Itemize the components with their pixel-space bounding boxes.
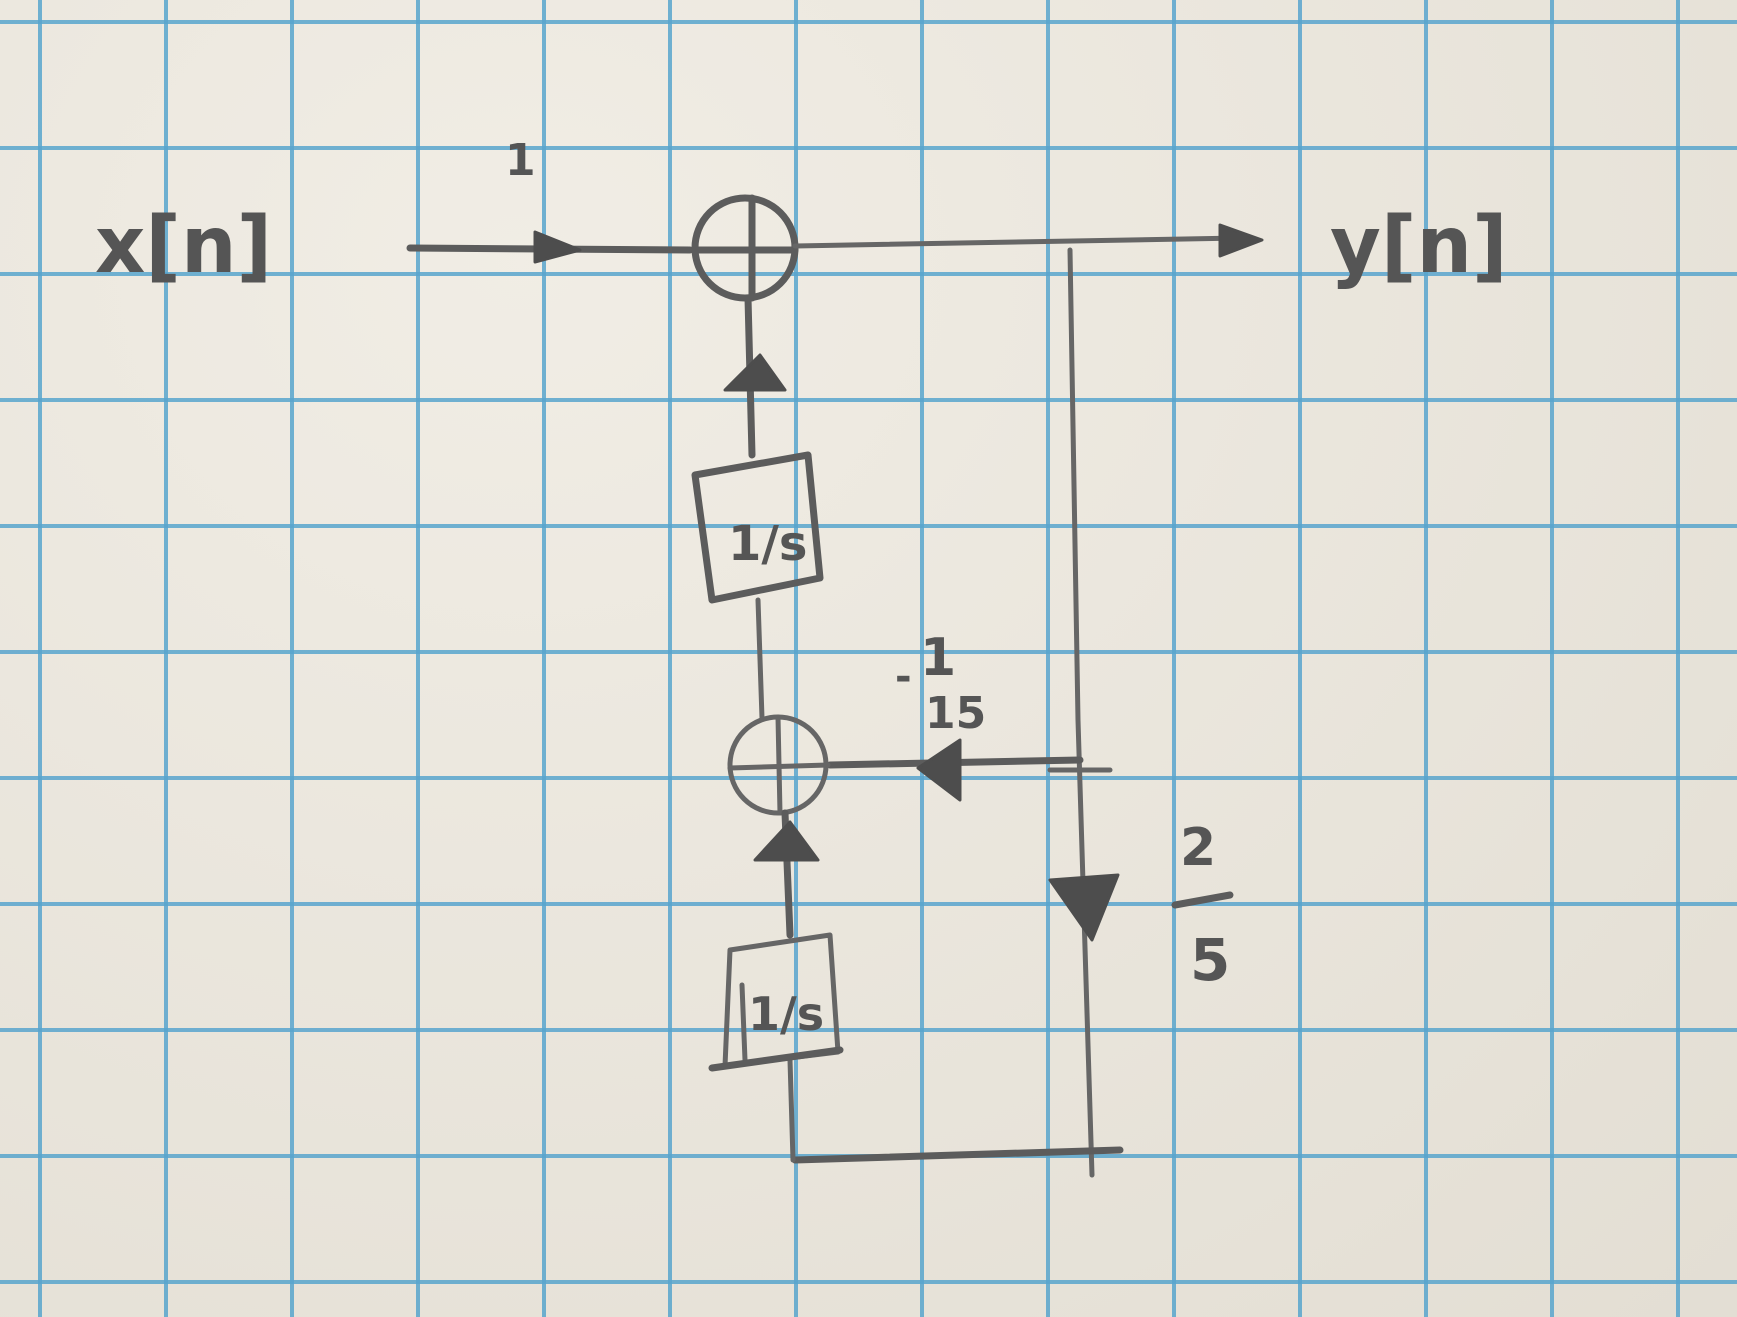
top-delay-output-arrowhead [723,353,787,392]
right-feedback-arrowhead [1048,873,1120,942]
output-line [792,235,1243,249]
top-delay-block: 1/s [691,451,824,604]
output-arrowhead [1218,223,1264,258]
bottom-delay-output-arrowhead [753,820,820,862]
middle-feedback-arrowhead [916,738,962,802]
bottom-connection-line [791,1146,1124,1164]
bottom-left-riser [787,1057,796,1163]
top-delay-label: 1/s [728,516,808,572]
input-arrowhead [533,230,582,264]
top-delay-input-line [755,597,765,721]
right-feedback-line [1067,247,1095,1178]
top-gain-minus-sign: - [895,654,912,700]
right-gain-denominator: 5 [1190,926,1230,994]
bottom-delay-label: 1/s [748,987,824,1041]
middle-summing-junction [727,714,831,816]
top-gain-numerator: 1 [920,628,956,688]
input-signal-label: x[n] [95,201,272,291]
input-gain-label: 1 [505,135,536,186]
top-gain-denominator: 15 [925,688,986,739]
bottom-delay-block: 1/s [708,932,844,1072]
top-summing-junction [691,194,799,302]
right-gain-numerator: 2 [1180,818,1216,878]
output-signal-label: y[n] [1330,201,1508,291]
right-gain-fraction-bar [1171,891,1234,909]
